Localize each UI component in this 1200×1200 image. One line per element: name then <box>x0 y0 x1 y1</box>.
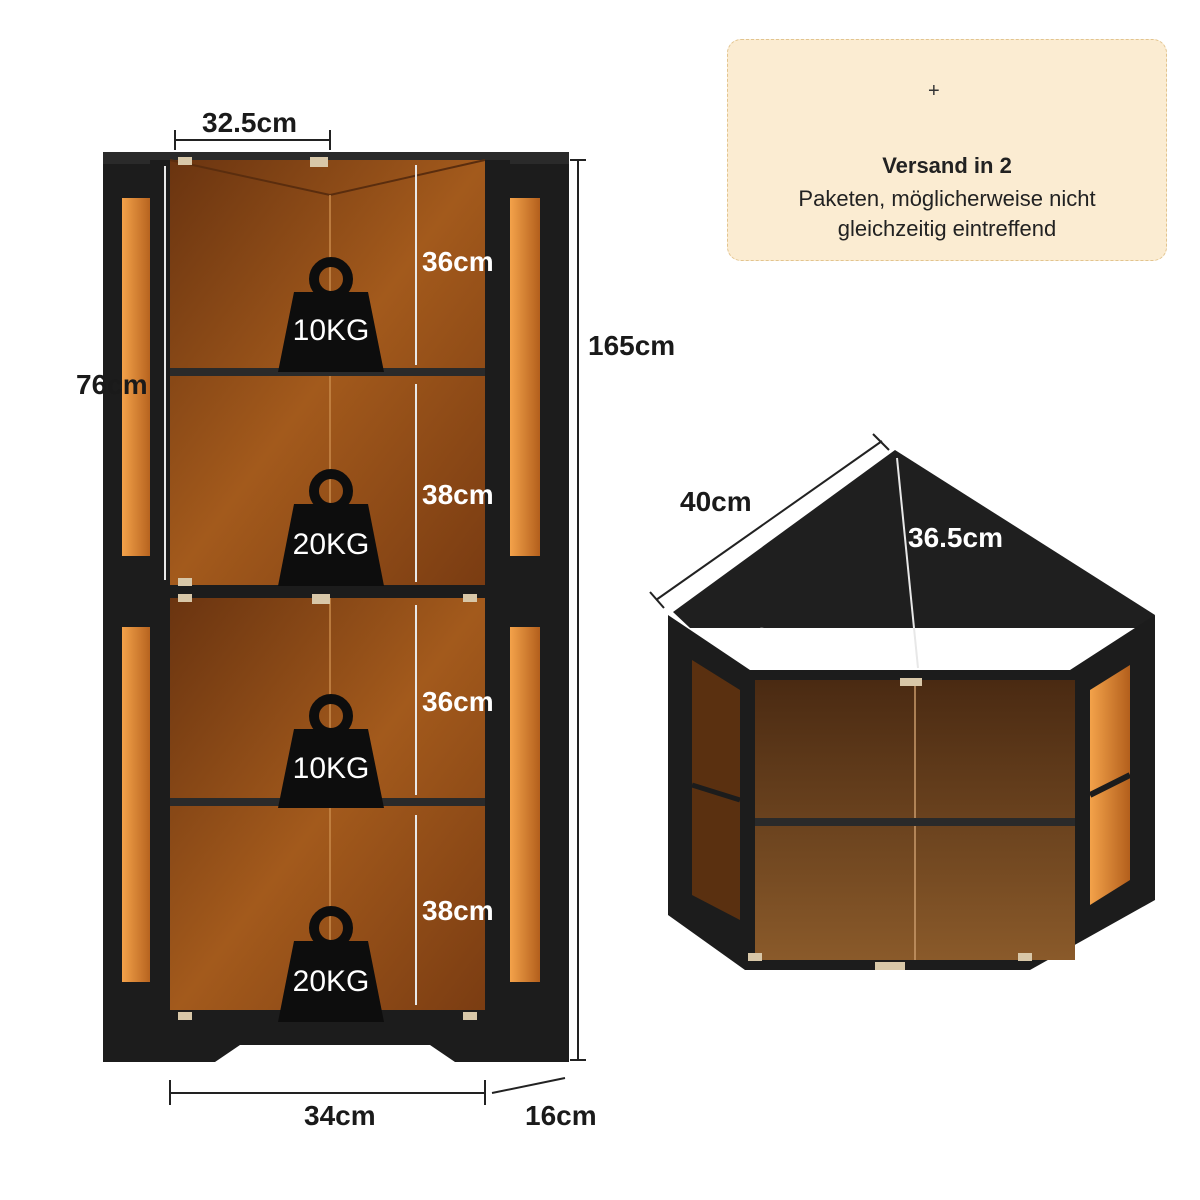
weight-icon-2 <box>278 469 384 586</box>
shelf-1-height: 36cm <box>422 246 494 277</box>
height-upper-label: 76cm <box>76 369 148 400</box>
weight-icon-4 <box>278 906 384 1022</box>
shelf-1-load: 10KG <box>292 314 370 347</box>
top-depth-label: 36.5cm <box>908 522 1003 553</box>
shelf-3-height: 36cm <box>422 686 494 717</box>
weight-icon-1 <box>278 257 384 372</box>
shelf-3-load: 10KG <box>292 752 370 785</box>
weight-icon-3 <box>278 694 384 808</box>
shelf-2-load: 20KG <box>292 528 370 561</box>
front-cabinet <box>103 152 569 1062</box>
top-side-label: 40cm <box>680 486 752 517</box>
weight-icons <box>278 257 384 1022</box>
shipping-line-2: gleichzeitig eintreffend <box>837 216 1057 241</box>
height-total-label: 165cm <box>588 330 676 361</box>
shelf-4-load: 20KG <box>292 965 370 998</box>
top-view-cabinet <box>668 450 1155 970</box>
width-top-label: 32.5cm <box>202 107 297 138</box>
top-front-width-label: 56cm <box>738 622 810 653</box>
width-bottom-label: 34cm <box>304 1100 376 1131</box>
top-dimension-lines <box>649 433 919 669</box>
shelf-4-height: 38cm <box>422 895 494 926</box>
shipping-line-1: Paketen, möglicherweise nicht <box>798 186 1096 211</box>
shelf-2-height: 38cm <box>422 479 494 510</box>
shipping-title: Versand in 2 <box>882 153 1012 178</box>
plus-sign: + <box>928 80 940 102</box>
depth-side-label: 16cm <box>525 1100 597 1131</box>
front-dimension-lines <box>164 130 586 1105</box>
shipping-note: + Versand in 2 Paketen, möglicherweise n… <box>727 39 1167 261</box>
